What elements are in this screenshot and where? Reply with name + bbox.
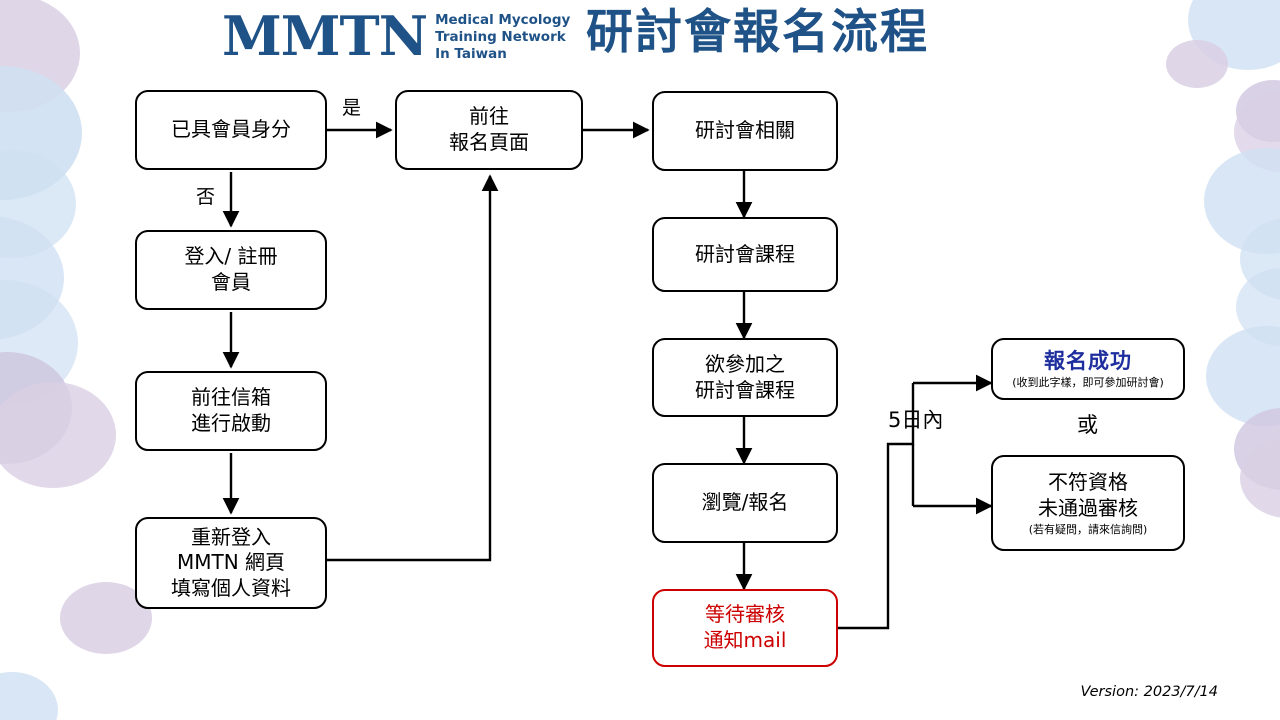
node-line: 報名頁面 xyxy=(449,130,529,154)
page-title: 研討會報名流程 xyxy=(586,5,929,60)
edge-label-within-5-days: 5日內 xyxy=(888,408,944,432)
node-line: 通知mail xyxy=(703,628,787,652)
node-line: 前往信箱 xyxy=(191,385,271,410)
node-line: 瀏覽/報名 xyxy=(701,490,789,515)
node-member-check[interactable]: 已具會員身分 xyxy=(135,90,327,170)
node-success[interactable]: 報名成功 (收到此字樣，即可參加研討會) xyxy=(991,338,1185,400)
node-relogin-form[interactable]: 重新登入 MMTN 網頁 填寫個人資料 xyxy=(135,517,327,609)
node-login-signup[interactable]: 登入/ 註冊 會員 xyxy=(135,230,327,310)
node-line: 研討會課程 xyxy=(695,377,795,402)
node-note: (收到此字樣，即可參加研討會) xyxy=(1012,376,1164,390)
node-line: 進行啟動 xyxy=(191,411,271,435)
node-browse-apply[interactable]: 瀏覽/報名 xyxy=(652,463,838,543)
node-seminar-course[interactable]: 研討會課程 xyxy=(652,217,838,292)
node-line: 登入/ 註冊 xyxy=(184,244,278,269)
node-heading: 報名成功 xyxy=(1044,349,1132,374)
node-note: (若有疑問，請來信詢問) xyxy=(1028,522,1148,536)
node-activate-mail[interactable]: 前往信箱 進行啟動 xyxy=(135,371,327,451)
mmtn-logo: MMTN Medical Mycology Training Network I… xyxy=(222,8,570,63)
edge-label-no: 否 xyxy=(196,186,216,208)
version-label: Version: 2023/7/14 xyxy=(1080,684,1218,700)
logo-subtitle: Medical Mycology Training Network In Tai… xyxy=(435,12,570,63)
node-line: 研討會課程 xyxy=(695,241,795,266)
logo-subtitle-line-2: Training Network xyxy=(435,29,566,46)
node-line: 會員 xyxy=(211,270,251,294)
node-desired-course[interactable]: 欲參加之 研討會課程 xyxy=(652,338,838,417)
node-line: 前往 xyxy=(469,104,509,129)
node-await-review[interactable]: 等待審核 通知mail xyxy=(652,589,838,667)
node-seminar-info[interactable]: 研討會相關 xyxy=(652,91,838,171)
node-line: 不符資格 xyxy=(1048,470,1128,495)
node-line: 研討會相關 xyxy=(695,118,795,143)
logo-wordmark: MMTN xyxy=(222,3,428,68)
node-line: 重新登入 xyxy=(191,524,271,549)
node-line: 已具會員身分 xyxy=(171,117,291,142)
node-rejected[interactable]: 不符資格 未通過審核 (若有疑問，請來信詢問) xyxy=(991,455,1185,551)
edge-label-yes: 是 xyxy=(342,97,362,119)
edge-label-or: 或 xyxy=(1077,413,1098,437)
node-line: MMTN 網頁 xyxy=(176,550,286,575)
node-line: 等待審核 xyxy=(705,602,785,627)
node-line: 填寫個人資料 xyxy=(171,575,291,600)
logo-subtitle-line-3: In Taiwan xyxy=(435,46,507,63)
logo-subtitle-line-1: Medical Mycology xyxy=(435,12,571,28)
node-line: 欲參加之 xyxy=(705,351,785,376)
node-line: 未通過審核 xyxy=(1038,495,1138,520)
node-goto-register[interactable]: 前往 報名頁面 xyxy=(395,90,583,170)
